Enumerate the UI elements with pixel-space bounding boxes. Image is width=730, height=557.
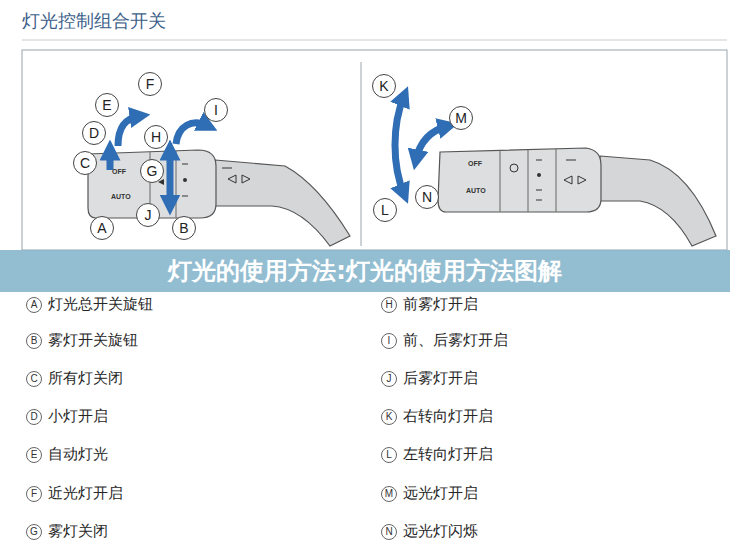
callout-letter: C	[80, 155, 90, 171]
legend-item: K 右转向灯开启	[381, 407, 493, 426]
legend-letter: M	[381, 486, 397, 502]
legend-letter: H	[381, 297, 397, 313]
callout-letter: M	[455, 110, 467, 126]
legend-description: 右转向灯开启	[403, 407, 493, 426]
legend-description: 后雾灯开启	[403, 369, 478, 388]
legend-description: 近光灯开启	[48, 484, 123, 503]
legend-letter: C	[26, 371, 42, 387]
legend-letter: E	[26, 447, 42, 463]
callout-number: M	[449, 106, 473, 130]
panel-frame	[22, 50, 727, 250]
callout-number: J	[136, 203, 160, 227]
legend-item: L 左转向灯开启	[381, 445, 493, 464]
callout-number: N	[415, 185, 439, 209]
callout-number: G	[140, 159, 164, 183]
callout-number: L	[373, 198, 397, 222]
legend-description: 左转向灯开启	[403, 445, 493, 464]
legend-description: 所有灯关闭	[48, 369, 123, 388]
legend-description: 远光灯开启	[403, 484, 478, 503]
motion-arrows	[110, 96, 448, 205]
right-stalk	[438, 148, 716, 246]
legend-item: I 前、后雾灯开启	[381, 331, 508, 350]
callout-letter: F	[146, 76, 155, 92]
title-banner: 灯光的使用方法:灯光的使用方法图解	[0, 250, 730, 292]
legend-item: D 小灯开启	[26, 407, 108, 426]
stalk-marking: AUTO	[111, 193, 131, 200]
legend-letter: L	[381, 447, 397, 463]
callout-letter: N	[422, 189, 432, 205]
legend-item: E 自动灯光	[26, 445, 108, 464]
legend-letter: B	[26, 333, 42, 349]
callout-letter: B	[179, 220, 188, 236]
diagram-title: 灯光控制组合开关	[22, 9, 166, 33]
stalk-marking: AUTO	[466, 187, 486, 194]
divider	[361, 62, 362, 246]
legend-item: M 远光灯开启	[381, 484, 478, 503]
callout-letter: A	[97, 220, 106, 236]
callout-letter: K	[379, 78, 388, 94]
callout-number: E	[95, 93, 119, 117]
callout-number: I	[204, 98, 228, 122]
legend-description: 灯光总开关旋钮	[48, 295, 153, 314]
legend-description: 雾灯开关旋钮	[48, 331, 138, 350]
legend-description: 自动灯光	[48, 445, 108, 464]
legend-description: 雾灯关闭	[48, 522, 108, 541]
callout-number: B	[172, 216, 196, 240]
legend-letter: I	[381, 333, 397, 349]
banner-text: 灯光的使用方法:灯光的使用方法图解	[168, 255, 562, 287]
legend-letter: K	[381, 409, 397, 425]
legend-item: N 远光灯闪烁	[381, 522, 478, 541]
legend-item: B 雾灯开关旋钮	[26, 331, 138, 350]
legend-letter: F	[26, 486, 42, 502]
legend-item: A 灯光总开关旋钮	[26, 295, 153, 314]
callout-letter: H	[151, 129, 161, 145]
stalk-marking: OFF	[468, 160, 482, 167]
callout-letter: I	[214, 102, 218, 118]
legend-letter: N	[381, 524, 397, 540]
callout-letter: D	[89, 125, 99, 141]
callout-letter: J	[145, 207, 152, 223]
callout-letter: G	[147, 163, 158, 179]
callout-number: C	[73, 151, 97, 175]
legend-letter: G	[26, 524, 42, 540]
callout-number: F	[138, 72, 162, 96]
callout-number: A	[90, 216, 114, 240]
callout-number: D	[82, 121, 106, 145]
legend-description: 小灯开启	[48, 407, 108, 426]
legend-letter: D	[26, 409, 42, 425]
legend-letter: A	[26, 297, 42, 313]
legend-item: H 前雾灯开启	[381, 295, 478, 314]
legend-item: F 近光灯开启	[26, 484, 123, 503]
stalk-marking: OFF	[112, 168, 126, 175]
callout-letter: L	[381, 202, 389, 218]
legend-item: C 所有灯关闭	[26, 369, 123, 388]
legend-item: J 后雾灯开启	[381, 369, 478, 388]
legend-letter: J	[381, 371, 397, 387]
legend-item: G 雾灯关闭	[26, 522, 108, 541]
legend-description: 前雾灯开启	[403, 295, 478, 314]
callout-number: H	[144, 125, 168, 149]
callout-number: K	[372, 74, 396, 98]
left-stalk	[88, 150, 350, 246]
callout-letter: E	[102, 97, 111, 113]
legend-description: 前、后雾灯开启	[403, 331, 508, 350]
legend-description: 远光灯闪烁	[403, 522, 478, 541]
